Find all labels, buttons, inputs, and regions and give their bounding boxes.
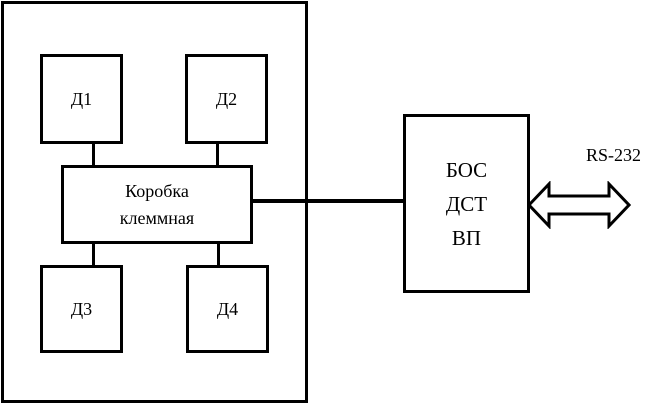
processor-box-line3: ВП [451, 225, 482, 250]
connector-d4-terminal [217, 243, 220, 266]
processor-box-line1: БОС [445, 157, 488, 182]
sensor-box-d2: Д2 [185, 54, 268, 144]
sensor-box-d3: Д3 [40, 265, 123, 353]
processor-box: БОС ДСТ ВП [403, 114, 530, 293]
connector-terminal-processor [252, 199, 404, 203]
connector-d3-terminal [92, 243, 95, 266]
rs232-label: RS-232 [586, 145, 642, 165]
sensor-box-d1: Д1 [40, 54, 123, 144]
connector-d1-terminal [92, 143, 95, 166]
sensor-d1-label: Д1 [70, 88, 93, 109]
sensor-d4-label: Д4 [216, 298, 239, 319]
connector-d2-terminal [216, 143, 219, 166]
terminal-box-label-line1: Коробка [125, 180, 189, 201]
terminal-box-label-line2: клеммная [119, 207, 195, 228]
sensor-d2-label: Д2 [215, 88, 238, 109]
rs232-double-arrow-icon [527, 181, 631, 229]
processor-box-line2: ДСТ [445, 191, 488, 216]
sensor-d3-label: Д3 [70, 298, 93, 319]
sensor-box-d4: Д4 [186, 265, 269, 353]
terminal-box: Коробка клеммная [61, 165, 253, 244]
